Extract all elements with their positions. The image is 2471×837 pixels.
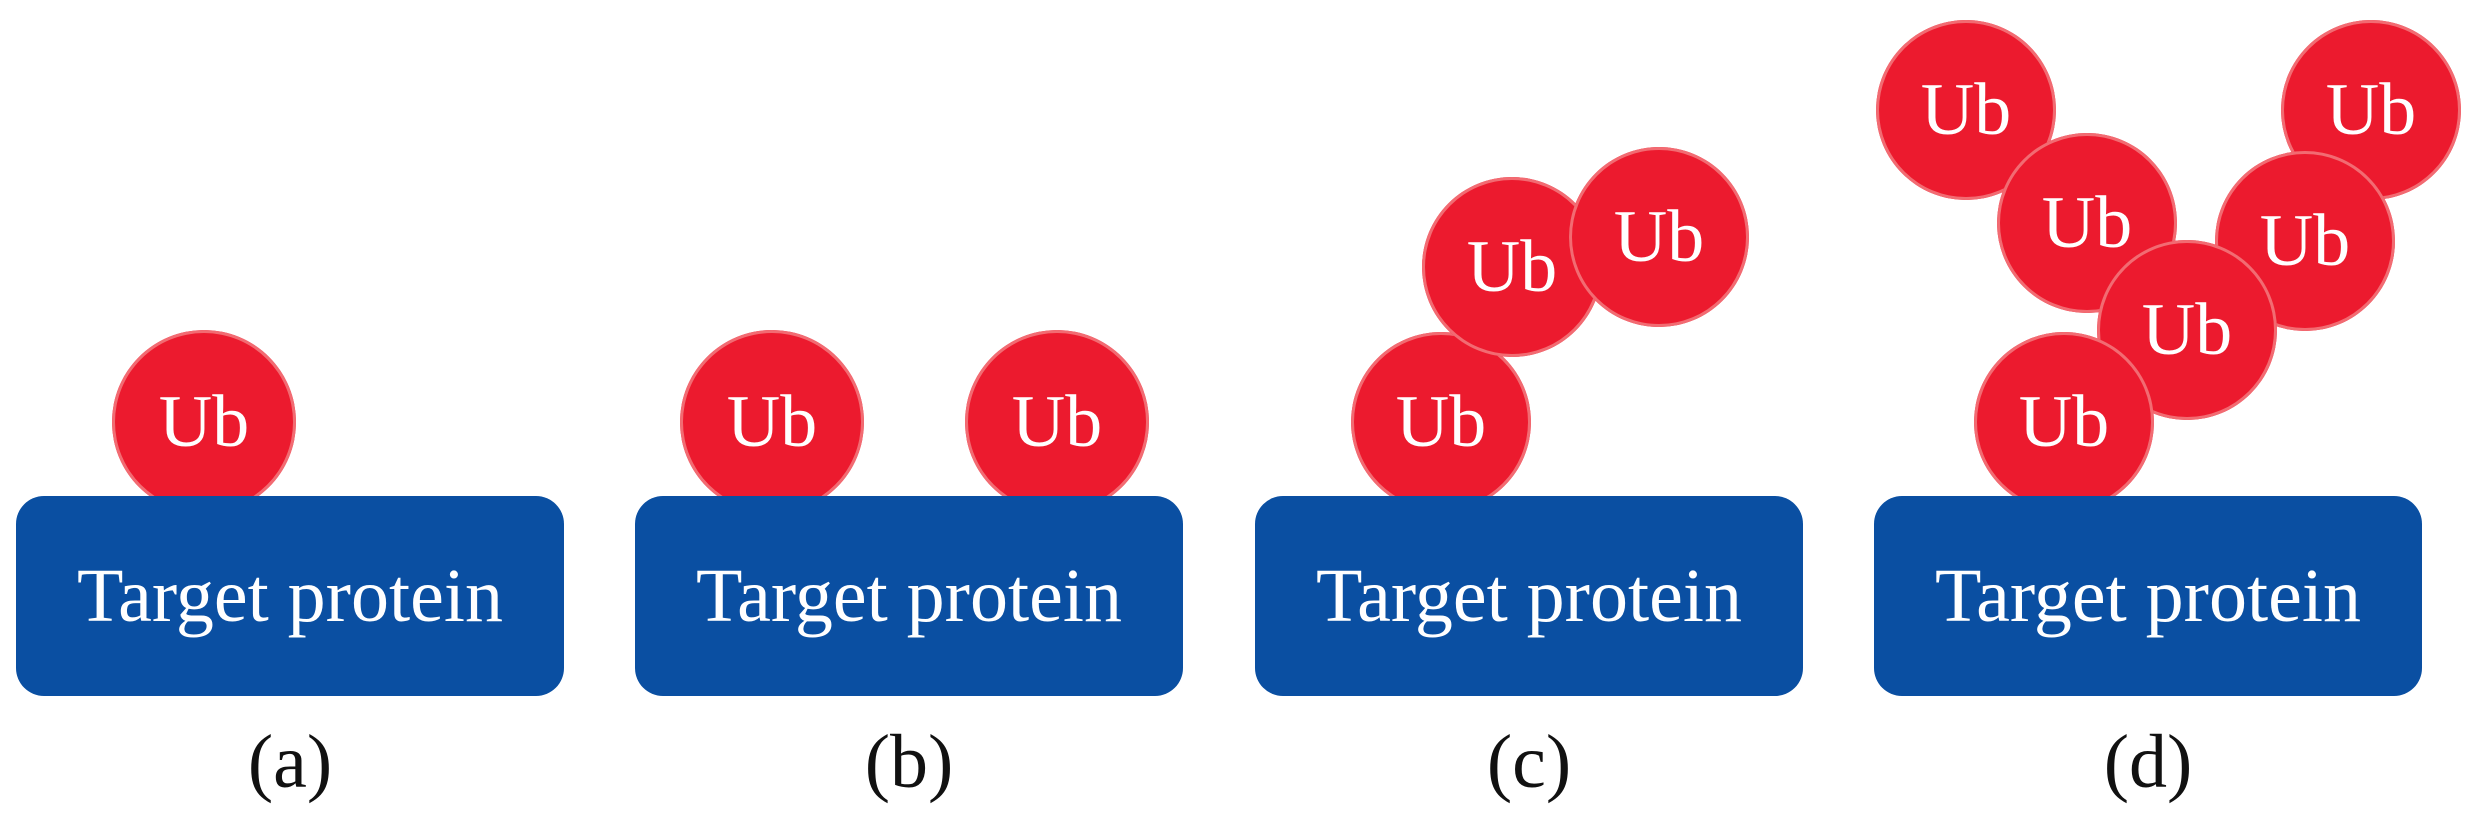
ubiquitin-node: Ub (1422, 177, 1602, 357)
panel-caption: (c) (1486, 720, 1572, 804)
target-protein-box: Target protein (635, 496, 1183, 696)
ubiquitin-node: Ub (1569, 147, 1749, 327)
ubiquitin-node: Ub (965, 330, 1149, 514)
ubiquitin-node: Ub (2097, 240, 2277, 420)
panel-caption: (a) (247, 720, 333, 804)
ubiquitin-node: Ub (112, 330, 296, 514)
ubiquitin-node: Ub (680, 330, 864, 514)
ubiquitin-node: Ub (1351, 332, 1531, 512)
ubiquitin-node: Ub (1876, 20, 2056, 200)
panel-caption: (b) (864, 720, 954, 804)
ubiquitin-node: Ub (1974, 332, 2154, 512)
panel-caption: (d) (2103, 720, 2193, 804)
target-protein-box: Target protein (1874, 496, 2422, 696)
target-protein-box: Target protein (1255, 496, 1803, 696)
target-protein-box: Target protein (16, 496, 564, 696)
